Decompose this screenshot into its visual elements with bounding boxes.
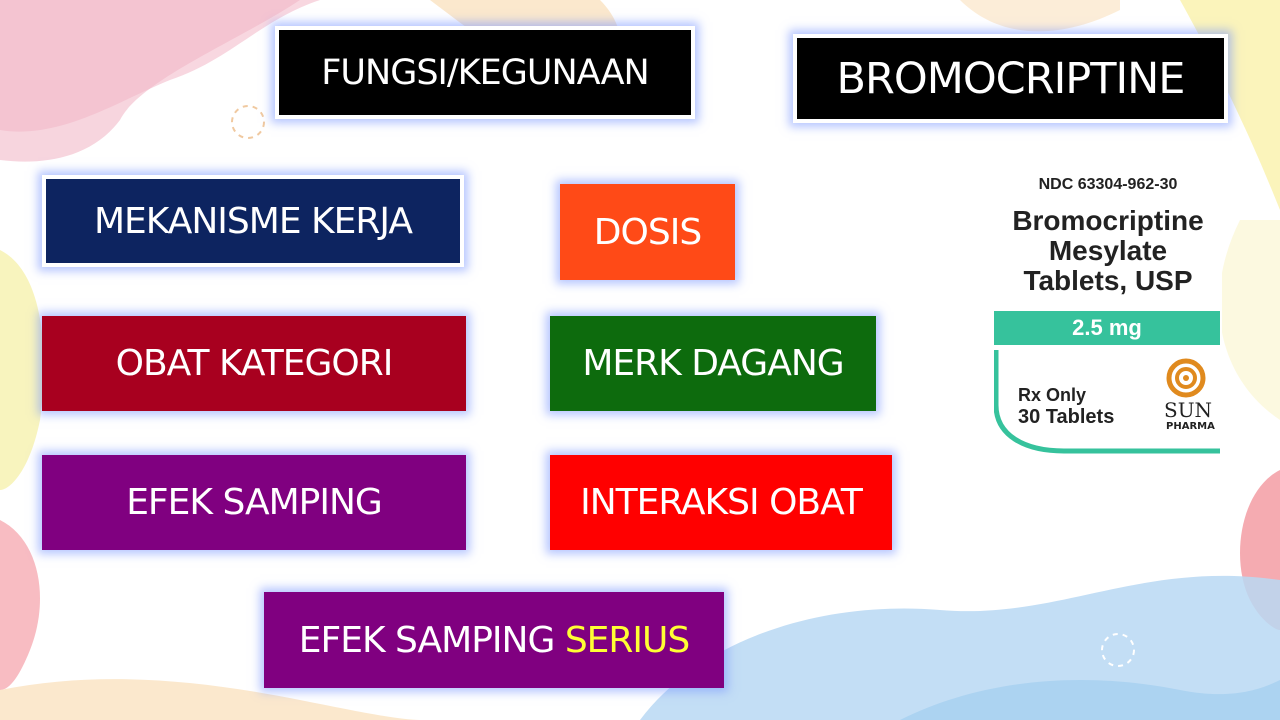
serius-highlight: SERIUS: [564, 619, 690, 661]
interaksi-obat-label: INTERAKSI OBAT: [580, 482, 863, 523]
merk-dagang-button[interactable]: MERK DAGANG: [550, 316, 876, 411]
obat-kategori-label: OBAT KATEGORI: [115, 343, 394, 384]
package-tablet-count: 30 Tablets: [1018, 406, 1115, 428]
efek-samping-serius-label: EFEK SAMPING SERIUS: [298, 619, 691, 661]
merk-dagang-label: MERK DAGANG: [582, 343, 844, 384]
package-name-line3: Tablets, USP: [1023, 265, 1193, 296]
obat-kategori-button[interactable]: OBAT KATEGORI: [42, 316, 466, 411]
efek-samping-button[interactable]: EFEK SAMPING: [42, 455, 466, 550]
drug-title-label: BROMOCRIPTINE: [836, 53, 1186, 104]
package-name-line1: Bromocriptine: [1012, 205, 1204, 236]
fungsi-kegunaan-label: FUNGSI/KEGUNAAN: [321, 52, 649, 93]
interaksi-obat-button[interactable]: INTERAKSI OBAT: [550, 455, 892, 550]
package-name-line2: Mesylate: [1048, 235, 1168, 266]
package-rx-only: Rx Only: [1018, 385, 1087, 405]
dosis-label: DOSIS: [593, 211, 702, 253]
efek-samping-label: EFEK SAMPING: [126, 482, 383, 523]
package-brand: SUN: [1164, 398, 1213, 422]
package-strength: 2.5 mg: [1072, 315, 1142, 340]
mekanisme-kerja-label: MEKANISME KERJA: [93, 200, 413, 242]
drug-package-image: NDC 63304-962-30 Bromocriptine Mesylate …: [994, 170, 1222, 455]
package-curve-decoration: [994, 350, 1220, 454]
mekanisme-kerja-button[interactable]: MEKANISME KERJA: [42, 175, 464, 267]
drug-title: BROMOCRIPTINE: [793, 34, 1228, 123]
fungsi-kegunaan-button[interactable]: FUNGSI/KEGUNAAN: [275, 26, 695, 119]
sun-pharma-logo-icon: [1166, 358, 1206, 398]
package-brand-sub: PHARMA: [1166, 421, 1215, 432]
efek-samping-serius-prefix: EFEK SAMPING: [298, 619, 565, 661]
package-strength-band: 2.5 mg: [994, 311, 1220, 345]
efek-samping-serius-button[interactable]: EFEK SAMPING SERIUS: [264, 592, 724, 688]
dosis-button[interactable]: DOSIS: [560, 184, 735, 280]
package-ndc: NDC 63304-962-30: [1038, 176, 1178, 193]
